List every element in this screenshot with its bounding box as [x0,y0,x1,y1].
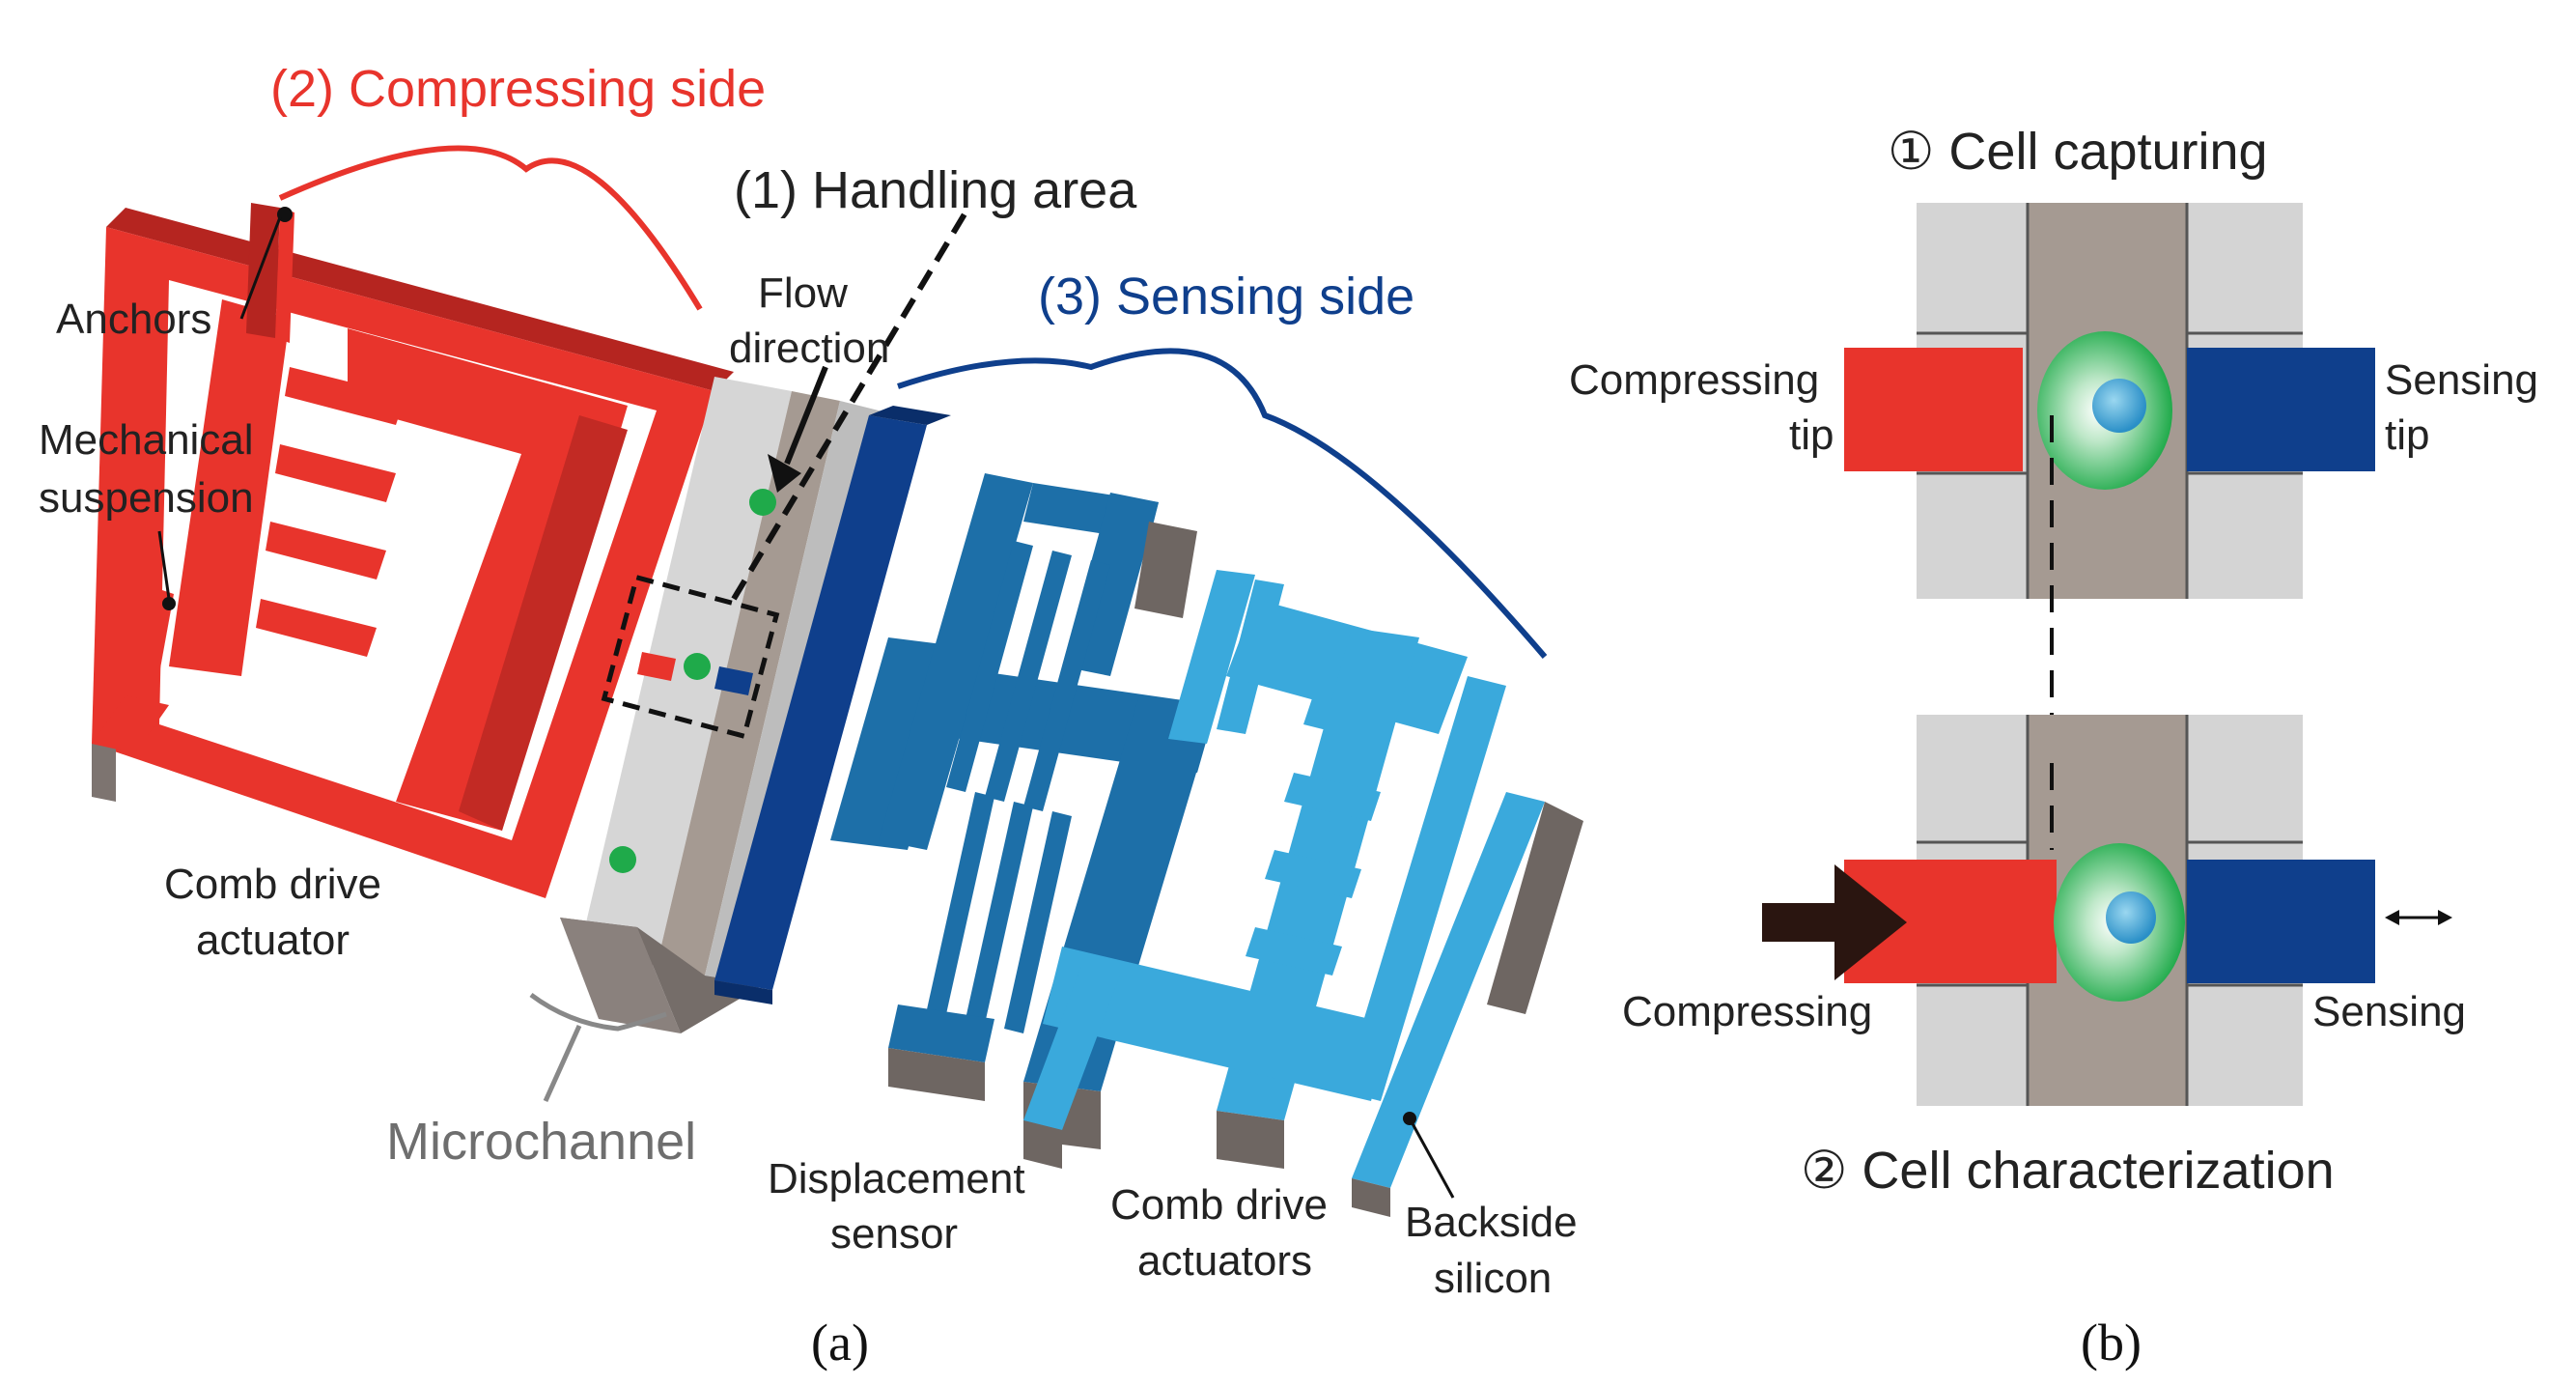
anchors-label: Anchors [56,296,211,343]
flow-direction-label-1: Flow [758,269,848,317]
displacement-sensor-label-1: Displacement [768,1155,1025,1202]
mechanical-suspension-leader [157,530,171,600]
backside-silicon-leader [1408,1117,1455,1199]
cell-characterization-title: ② Cell characterization [1801,1142,2335,1200]
compressing-tip-top [1844,348,2023,471]
compressing-side-label: (2) Compressing side [270,60,766,118]
cell-middle [684,653,711,680]
comb-drive-actuators-label-2: actuators [1137,1237,1312,1285]
panel-b-caption: (b) [2081,1314,2142,1372]
cell-capturing-title: ① Cell capturing [1888,123,2268,181]
comb-drive-actuator-label-2: actuator [196,917,350,964]
displacement-sensor-label-2: sensor [830,1210,958,1258]
capture-diagram [1844,203,2375,599]
anchor-bottom [162,597,176,610]
panel-a-caption: (a) [811,1314,869,1372]
cell-top [749,489,776,516]
sensing-side-label: (3) Sensing side [1038,268,1414,325]
microchannel-brace [529,992,667,1032]
sensing-tip-bottom [2187,860,2375,983]
backside-silicon-dot [1403,1112,1416,1125]
backside-silicon-label-2: silicon [1434,1255,1552,1302]
sensing-comb-actuators [1023,570,1583,1217]
sensing-side-brace [897,348,1548,659]
comb-drive-actuator-label-1: Comb drive [164,861,381,908]
compressing-tip-label-2: tip [1789,411,1834,459]
anchors-leader [239,216,282,320]
nucleus-top [2092,379,2146,433]
microchannel-label: Microchannel [386,1113,696,1171]
cell-bottom [609,846,636,873]
sensing-tip-label-1: Sensing [2385,356,2538,404]
panel-a: (2) Compressing side [39,60,1583,1372]
sensing-double-arrow-icon [2385,910,2452,925]
sensing-label: Sensing [2312,988,2466,1035]
handling-area-line [731,211,968,601]
sensing-tip-top [2187,348,2375,471]
comb-drive-actuators-label-1: Comb drive [1110,1181,1328,1229]
compressing-tip-label-1: Compressing [1569,356,1819,404]
handling-area-label: (1) Handling area [734,161,1137,219]
nucleus-bottom [2106,891,2156,944]
compressing-force-arrow-icon [1762,864,1907,980]
flow-direction-label-2: direction [729,325,889,372]
compressing-side-brace [278,145,703,311]
panel-b: ① Cell capturing Compressing tip Sensing… [1569,123,2538,1372]
flow-direction-arrow [784,365,828,466]
compressing-label: Compressing [1622,988,1872,1035]
backside-silicon-label-1: Backside [1405,1199,1578,1246]
microchannel-leader [543,1024,582,1103]
mechanical-suspension-label-1: Mechanical [39,416,254,464]
compressing-comb-actuator [92,203,734,898]
characterization-diagram [1762,715,2452,1106]
sensing-tip-bar [714,406,951,1004]
sensing-tip-label-2: tip [2385,411,2429,459]
mechanical-suspension-label-2: suspension [39,474,254,522]
